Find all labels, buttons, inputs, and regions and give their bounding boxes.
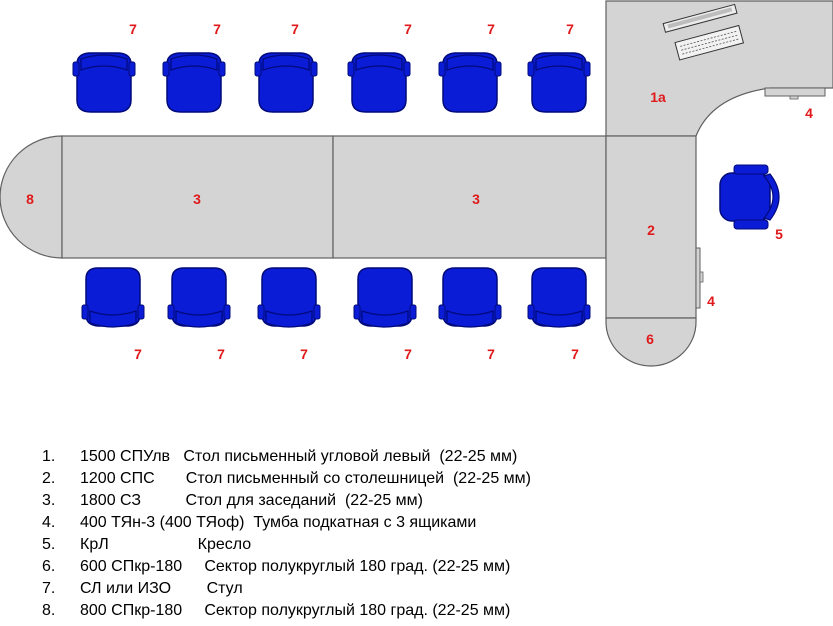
label-chair: 7: [571, 346, 579, 362]
chair-bottom-1: [81, 267, 145, 328]
label-chair: 7: [404, 346, 412, 362]
label-chair: 7: [291, 21, 299, 37]
pedestal-side: [695, 247, 704, 309]
chair-bottom-2: [167, 267, 231, 328]
label-sector-800: 8: [26, 191, 34, 207]
chair-top-6: [527, 52, 591, 113]
chair-top-4: [347, 52, 411, 113]
label-chair: 7: [217, 346, 225, 362]
label-pedestal-top: 4: [805, 105, 813, 121]
chair-top-5: [438, 52, 502, 113]
legend-item: 1.1500 СПУлв Стол письменный угловой лев…: [42, 448, 518, 465]
monitor-icon: [662, 3, 738, 33]
chair-bottom-3: [257, 267, 321, 328]
legend-item: 6.600 СПкр-180 Сектор полукруглый 180 гр…: [42, 558, 511, 575]
label-pedestal-side: 4: [707, 293, 715, 309]
chair-top-2: [162, 52, 226, 113]
legend-item: 2.1200 СПС Стол письменный со столешнице…: [42, 470, 531, 487]
label-corner-desk: 1а: [650, 89, 666, 105]
conference-table-right: [332, 135, 607, 259]
sector-800: [0, 135, 63, 259]
label-conference-table-left: 3: [193, 191, 201, 207]
conference-table-left: [61, 135, 334, 259]
office-floor-plan: 7 7 7 7 7 7 7 7 7 7 7 7 8 3 3 1а 2 6 4 4…: [0, 0, 833, 367]
label-chair: 7: [134, 346, 142, 362]
keyboard-icon: [674, 24, 745, 61]
legend-item: 3.1800 СЗ Стол для заседаний (22-25 мм): [42, 492, 423, 509]
label-chair: 7: [213, 21, 221, 37]
label-chair: 7: [300, 346, 308, 362]
label-sector-600: 6: [646, 331, 654, 347]
chair-top-1: [72, 52, 136, 113]
pedestal-top: [764, 87, 826, 100]
legend-list: 1.1500 СПУлв Стол письменный угловой лев…: [42, 446, 531, 622]
label-straight-desk: 2: [647, 222, 655, 238]
armchair: [719, 164, 780, 230]
legend-item: 4.400 ТЯн-3 (400 ТЯоф) Тумба подкатная с…: [42, 514, 477, 531]
legend-item: 7.СЛ или ИЗО Стул: [42, 580, 243, 597]
sector-600: [605, 317, 697, 367]
chair-bottom-4: [353, 267, 417, 328]
chair-top-3: [254, 52, 318, 113]
label-chair: 7: [487, 21, 495, 37]
label-conference-table-right: 3: [472, 191, 480, 207]
chair-bottom-5: [438, 267, 502, 328]
label-chair: 7: [487, 346, 495, 362]
corner-desk: [605, 0, 833, 137]
legend-item: 5.КрЛ Кресло: [42, 536, 252, 553]
chair-bottom-6: [527, 267, 591, 328]
label-chair: 7: [129, 21, 137, 37]
label-chair: 7: [566, 21, 574, 37]
label-chair: 7: [404, 21, 412, 37]
legend-item: 8.800 СПкр-180 Сектор полукруглый 180 гр…: [42, 602, 511, 619]
label-armchair: 5: [775, 226, 783, 242]
